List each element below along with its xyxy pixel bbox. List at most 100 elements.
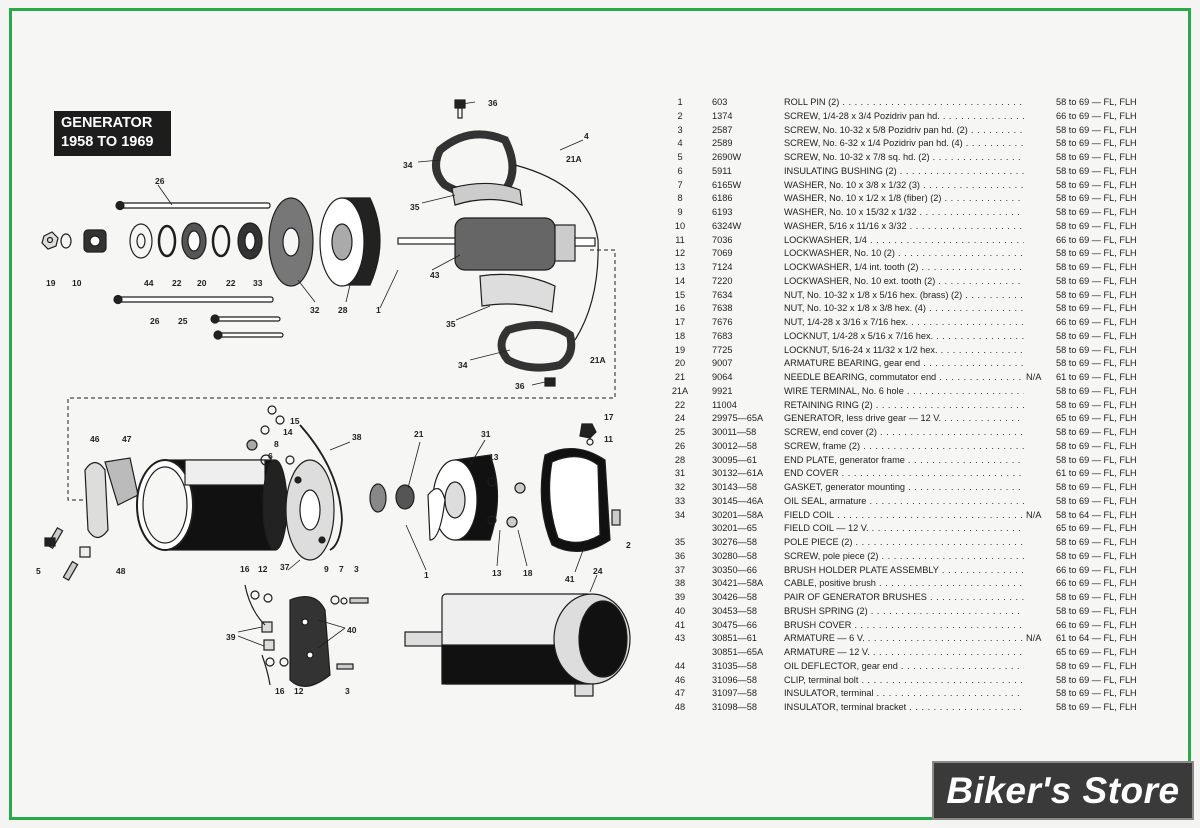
part-ref-number: 37 [674, 564, 686, 575]
part-ref-number: 34 [674, 509, 686, 520]
part-years: 58 to 64 — FL, FLH [1056, 509, 1137, 520]
callout-32: 32 [310, 305, 320, 315]
part-description: INSULATOR, terminal [784, 687, 1024, 701]
washer [60, 233, 72, 249]
callout-10: 10 [72, 278, 82, 288]
callout-31: 31 [481, 429, 491, 439]
part-description: SCREW, No. 10-32 x 5/8 Pozidriv pan hd. … [784, 124, 1024, 138]
part-description: SCREW, end cover (2) [784, 426, 1024, 440]
part-years: 58 to 69 — FL, FLH [1056, 385, 1137, 396]
part-number: 7725 [712, 344, 733, 355]
part-description: GENERATOR, less drive gear — 12 V. [784, 412, 1024, 426]
terminal-screws-left [44, 527, 91, 581]
part-years: 58 to 69 — FL, FLH [1056, 482, 1137, 492]
part-years: 58 to 69 — FL, FLH [1056, 674, 1137, 685]
part-years: 66 to 69 — FL, FLH [1056, 578, 1137, 589]
part-description: ARMATURE — 6 V. [784, 632, 1024, 646]
callout-41: 41 [565, 574, 575, 584]
store-watermark: Biker's Store [932, 761, 1194, 820]
callout-13: 13 [489, 452, 499, 462]
part-description: OIL DEFLECTOR, gear end [784, 660, 1024, 674]
callout-21: 21 [414, 429, 424, 439]
part-years: 65 to 69 — FL, FLH [1056, 647, 1137, 657]
part-description: NEEDLE BEARING, commutator end [784, 371, 1024, 385]
part-number: 30095—61 [712, 454, 757, 465]
part-years: 58 to 69 — FL, FLH [1056, 97, 1137, 107]
part-description: NUT, 1/4-28 x 3/16 x 7/16 hex. [784, 316, 1024, 330]
part-description: WASHER, No. 10 x 3/8 x 1/32 (3) [784, 179, 1024, 193]
callout-36: 36 [488, 98, 498, 108]
pole-screw-top [454, 99, 466, 119]
part-years: 58 to 69 — FL, FLH [1056, 592, 1137, 602]
part-description: INSULATING BUSHING (2) [784, 165, 1024, 179]
part-ref-number: 9 [677, 207, 683, 217]
part-description: INSULATOR, terminal bracket [784, 701, 1024, 715]
part-ref-number: 10 [674, 220, 686, 231]
part-description: SCREW, 1/4-28 x 3/4 Pozidriv pan hd. [784, 110, 1024, 124]
part-number: 1374 [712, 110, 733, 121]
callout-24: 24 [593, 566, 603, 576]
part-years: 58 to 69 — FL, FLH [1056, 289, 1137, 300]
part-years: 66 to 69 — FL, FLH [1056, 564, 1137, 575]
callout-25: 25 [178, 316, 188, 326]
part-ref-number: 2 [677, 110, 683, 121]
part-years: 58 to 69 — FL, FLH [1056, 344, 1137, 355]
part-years: 58 to 69 — FL, FLH [1056, 330, 1137, 341]
part-years: 58 to 69 — FL, FLH [1056, 688, 1137, 699]
part-number: 6324W [712, 220, 742, 231]
part-description: OIL SEAL, armature [784, 495, 1024, 509]
part-description: PAIR OF GENERATOR BRUSHES [784, 591, 1024, 605]
part-number: 2589 [712, 138, 733, 149]
part-description: LOCKWASHER, No. 10 ext. tooth (2) [784, 275, 1024, 289]
callout-48: 48 [116, 566, 126, 576]
callout-35: 35 [446, 319, 456, 329]
callout-1: 1 [424, 570, 429, 580]
part-description: BRUSH COVER [784, 619, 1024, 633]
part-ref-number: 25 [674, 427, 686, 437]
part-number: 30350—66 [712, 564, 757, 575]
title-line-2: 1958 TO 1969 [61, 134, 154, 150]
part-years: 58 to 69 — FL, FLH [1056, 495, 1137, 506]
part-number: 7036 [712, 234, 733, 245]
part-description: SCREW, No. 10-32 x 7/8 sq. hd. (2) [784, 151, 1024, 165]
part-years: 66 to 69 — FL, FLH [1056, 110, 1137, 121]
part-ref-number: 40 [674, 605, 686, 616]
part-years: 58 to 69 — FL, FLH [1056, 702, 1137, 712]
part-number: 30421—58A [712, 578, 764, 589]
part-years: 58 to 69 — FL, FLH [1056, 358, 1137, 369]
oil-deflector [129, 223, 153, 259]
callout-16: 16 [240, 564, 250, 574]
callout-12: 12 [258, 564, 268, 574]
callout-15: 15 [290, 416, 300, 426]
part-years: 58 to 69 — FL, FLH [1056, 165, 1137, 176]
part-number: 9921 [712, 385, 733, 396]
part-number: 31035—58 [712, 660, 757, 671]
callout-22: 22 [172, 278, 182, 288]
callout-20: 20 [197, 278, 207, 288]
callout-18: 18 [523, 568, 533, 578]
part-years: 58 to 69 — FL, FLH [1056, 660, 1137, 671]
part-number: 11004 [712, 399, 737, 410]
part-number: 31098—58 [712, 702, 757, 712]
part-description: WIRE TERMINAL, No. 6 hole [784, 385, 1024, 399]
part-description: NUT, No. 10-32 x 1/8 x 3/8 hex. (4) [784, 302, 1024, 316]
part-availability: N/A [1026, 372, 1042, 382]
part-years: 61 to 69 — FL, FLH [1056, 468, 1137, 479]
pole-piece-lower [479, 273, 556, 313]
part-description: LOCKWASHER, 1/4 [784, 234, 1024, 248]
callout-36: 36 [515, 381, 525, 391]
part-ref-number: 38 [674, 578, 686, 589]
mounting-gasket [268, 197, 314, 287]
frame-screw-upper [115, 200, 271, 211]
part-ref-number: 16 [674, 303, 686, 314]
